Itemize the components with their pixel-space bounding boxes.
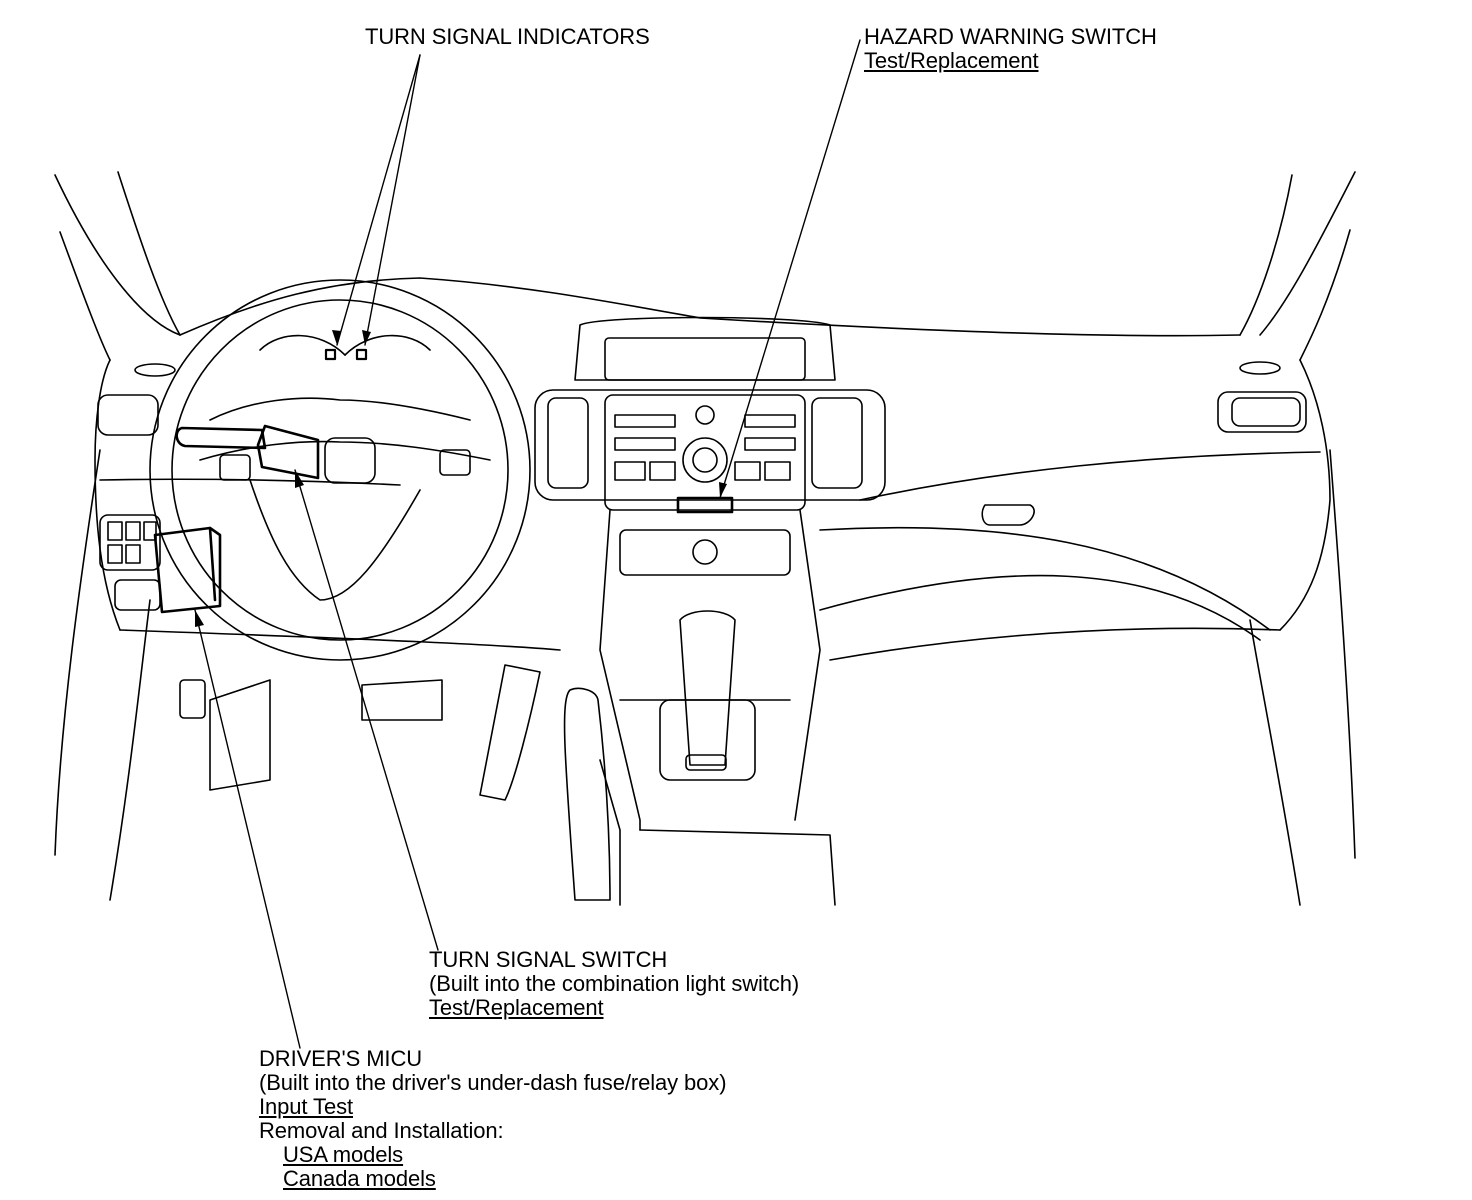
- body-pillars: [54, 171, 1356, 906]
- turn-signal-indicator-marks: [324, 348, 368, 361]
- pedals: [179, 664, 541, 801]
- turn-signal-indicators-label: TURN SIGNAL INDICATORS: [365, 25, 650, 49]
- removal-installation-heading: Removal and Installation:: [259, 1118, 504, 1143]
- steering-wheel: [149, 279, 531, 661]
- hazard-warning-switch-label: HAZARD WARNING SWITCH Test/Replacement: [864, 25, 1157, 73]
- under-dash-fuse-relay-box: [153, 526, 222, 614]
- hazard-warning-switch-title: HAZARD WARNING SWITCH: [864, 24, 1157, 49]
- drivers-micu-title: DRIVER'S MICU: [259, 1046, 423, 1071]
- turn-signal-switch-test-replacement-link[interactable]: Test/Replacement: [429, 995, 604, 1020]
- turn-signal-indicators-title: TURN SIGNAL INDICATORS: [365, 24, 650, 49]
- hazard-switch-outline: [676, 496, 734, 514]
- leader-arrowheads: [195, 330, 727, 627]
- turn-signal-switch-label: TURN SIGNAL SWITCH (Built into the combi…: [429, 948, 799, 1020]
- combination-light-switch: [175, 424, 320, 480]
- drivers-micu-note: (Built into the driver's under-dash fuse…: [259, 1070, 727, 1095]
- turn-signal-switch-title: TURN SIGNAL SWITCH: [429, 947, 668, 972]
- hazard-test-replacement-link[interactable]: Test/Replacement: [864, 48, 1039, 73]
- drivers-micu-label: DRIVER'S MICU (Built into the driver's u…: [259, 1046, 727, 1191]
- usa-models-link[interactable]: USA models: [283, 1142, 404, 1167]
- leader-lines: [194, 39, 861, 1049]
- input-test-link[interactable]: Input Test: [259, 1094, 353, 1119]
- center-stack: [534, 316, 886, 906]
- canada-models-link[interactable]: Canada models: [283, 1166, 436, 1191]
- turn-signal-switch-note: (Built into the combination light switch…: [429, 971, 800, 996]
